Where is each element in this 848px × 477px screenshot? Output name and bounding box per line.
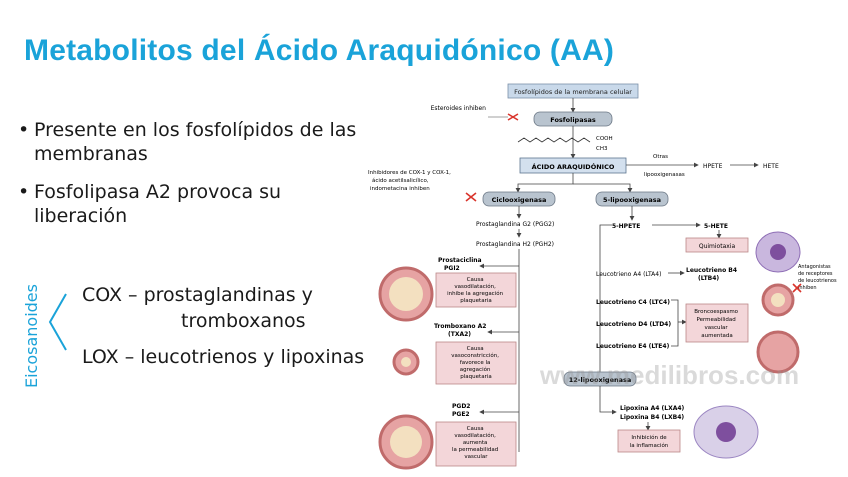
bullet-text-line: liberación — [34, 205, 128, 227]
quimiotaxia-label: Quimiotaxia — [699, 243, 736, 250]
ltb-label: (LTB4) — [698, 275, 719, 282]
lxb-label: Lipoxina B4 (LXB4) — [620, 414, 684, 421]
acido-label: ÁCIDO ARAQUIDÓNICO — [532, 162, 615, 171]
pgi-effect-text: Causa vasodilatación, inhibe la agregaci… — [447, 277, 505, 304]
pgd-effect-box — [435, 421, 517, 467]
bullet-text: Fosfolipasa A2 provoca su liberación — [34, 180, 390, 228]
pge-label: PGE2 — [452, 411, 470, 418]
pgg-label: Prostaglandina G2 (PGG2) — [476, 221, 554, 228]
quimiotaxia-box — [685, 237, 749, 253]
bracket-icon — [48, 293, 67, 351]
bullet-text-line: Presente en los fosfolípidos de las — [34, 119, 357, 141]
lta-label: Leucotrieno A4 (LTA4) — [596, 271, 661, 278]
otras-label: lipooxigenasas — [644, 172, 685, 178]
lipooxigenasa5-label: 5-lipooxigenasa — [603, 196, 661, 204]
vessel-lumen-icon — [389, 277, 423, 311]
inhibicion-box — [617, 429, 681, 453]
inhibit-mark-icon — [465, 192, 477, 202]
tromboxano-label: (TXA2) — [448, 331, 471, 338]
bronco-effect-text: Broncoespasmo Permeabilidad vascular aum… — [694, 309, 740, 339]
inhibit-mark-icon — [792, 283, 802, 293]
cox-inhibitors-label: Inhibidores de COX-1 y COX-1, — [368, 170, 451, 176]
membrane-label: Fosfolípidos de la membrana celular — [514, 88, 632, 96]
cox-inhibitors-label: ácido acetilsalicílico, — [372, 177, 429, 184]
antagonistas-label: Antagonistas — [798, 264, 831, 270]
bullet-list: • Presente en los fosfolípidos de las me… — [18, 118, 390, 242]
txa-effect-text: Causa vasoconstricción, favorece la agre… — [451, 346, 500, 380]
cox-line-continued: tromboxanos — [181, 310, 306, 332]
arachidonic-pathway-diagram: Fosfolípidos de la membrana celular Este… — [368, 83, 837, 470]
lox-line: LOX – leucotrienos y lipoxinas — [82, 346, 365, 368]
lxa-label: Lipoxina A4 (LXA4) — [620, 405, 685, 412]
antagonistas-label: de receptores — [798, 271, 833, 277]
bullet-item: • Fosfolipasa A2 provoca su liberación — [18, 180, 390, 228]
vessel-permeable-icon — [756, 330, 800, 374]
ltb-label: Leucotrieno B4 — [686, 267, 737, 274]
ltd-label: Leucotrieno D4 (LTD4) — [596, 321, 671, 328]
tromboxano-label: Tromboxano A2 — [434, 323, 486, 330]
pgd-effect-text: Causa vasodilatación, aumenta la permeab… — [452, 426, 500, 460]
hete5-label: 5-HETE — [704, 223, 728, 230]
slide-title: Metabolitos del Ácido Araquidónico (AA) — [24, 34, 615, 67]
antagonistas-label: de leucotrienos — [798, 278, 837, 284]
txa-effect-box — [435, 341, 517, 385]
otras-label: Otras — [653, 154, 668, 160]
fosfolipasas-label: Fosfolipasas — [550, 116, 596, 124]
hete-label: HETE — [763, 163, 779, 170]
inhibicion-label: Inhibición de — [631, 434, 667, 441]
ciclooxigenasa-label: Ciclooxigenasa — [492, 196, 547, 204]
esteroides-label: Esteroides inhiben — [431, 105, 487, 112]
cox-line: COX – prostaglandinas y — [82, 284, 313, 306]
bullet-text: Presente en los fosfolípidos de las memb… — [34, 118, 390, 166]
inhibicion-label: la inflamación — [630, 442, 669, 449]
cox-inhibitors-label: indometacina inhiben — [370, 186, 430, 192]
lte-label: Leucotrieno E4 (LTE4) — [596, 343, 670, 350]
prostaciclina-label: Prostaciclina — [438, 257, 482, 264]
cooh-label: COOH — [596, 136, 613, 142]
watermark: www.medilibros.com — [540, 360, 800, 390]
pgi-effect-box — [435, 272, 517, 308]
bullet-item: • Presente en los fosfolípidos de las me… — [18, 118, 390, 166]
bullet-text-line: membranas — [34, 143, 148, 165]
bullet-text-line: Fosfolipasa A2 provoca su — [34, 181, 282, 203]
bullet-dot-icon: • — [18, 181, 30, 203]
pgh-label: Prostaglandina H2 (PGH2) — [476, 241, 554, 248]
hpete5-label: 5-HPETE — [612, 223, 640, 230]
bronco-effect-box — [685, 303, 749, 343]
molecule-chain-icon — [517, 137, 591, 143]
antagonistas-label: inhiben — [798, 285, 817, 291]
bullet-dot-icon: • — [18, 119, 30, 141]
eicosanoides-label: Eicosanoides — [22, 284, 41, 388]
ltc-label: Leucotrieno C4 (LTC4) — [596, 299, 670, 306]
prostaciclina-label: PGI2 — [444, 265, 460, 272]
inhibit-mark-icon — [507, 113, 519, 121]
ch3-label: CH3 — [596, 146, 608, 152]
pgd-label: PGD2 — [452, 403, 470, 410]
hpete-label: HPETE — [703, 163, 723, 170]
lipooxigenasa12-label: 12-lipooxigenasa — [569, 376, 632, 384]
